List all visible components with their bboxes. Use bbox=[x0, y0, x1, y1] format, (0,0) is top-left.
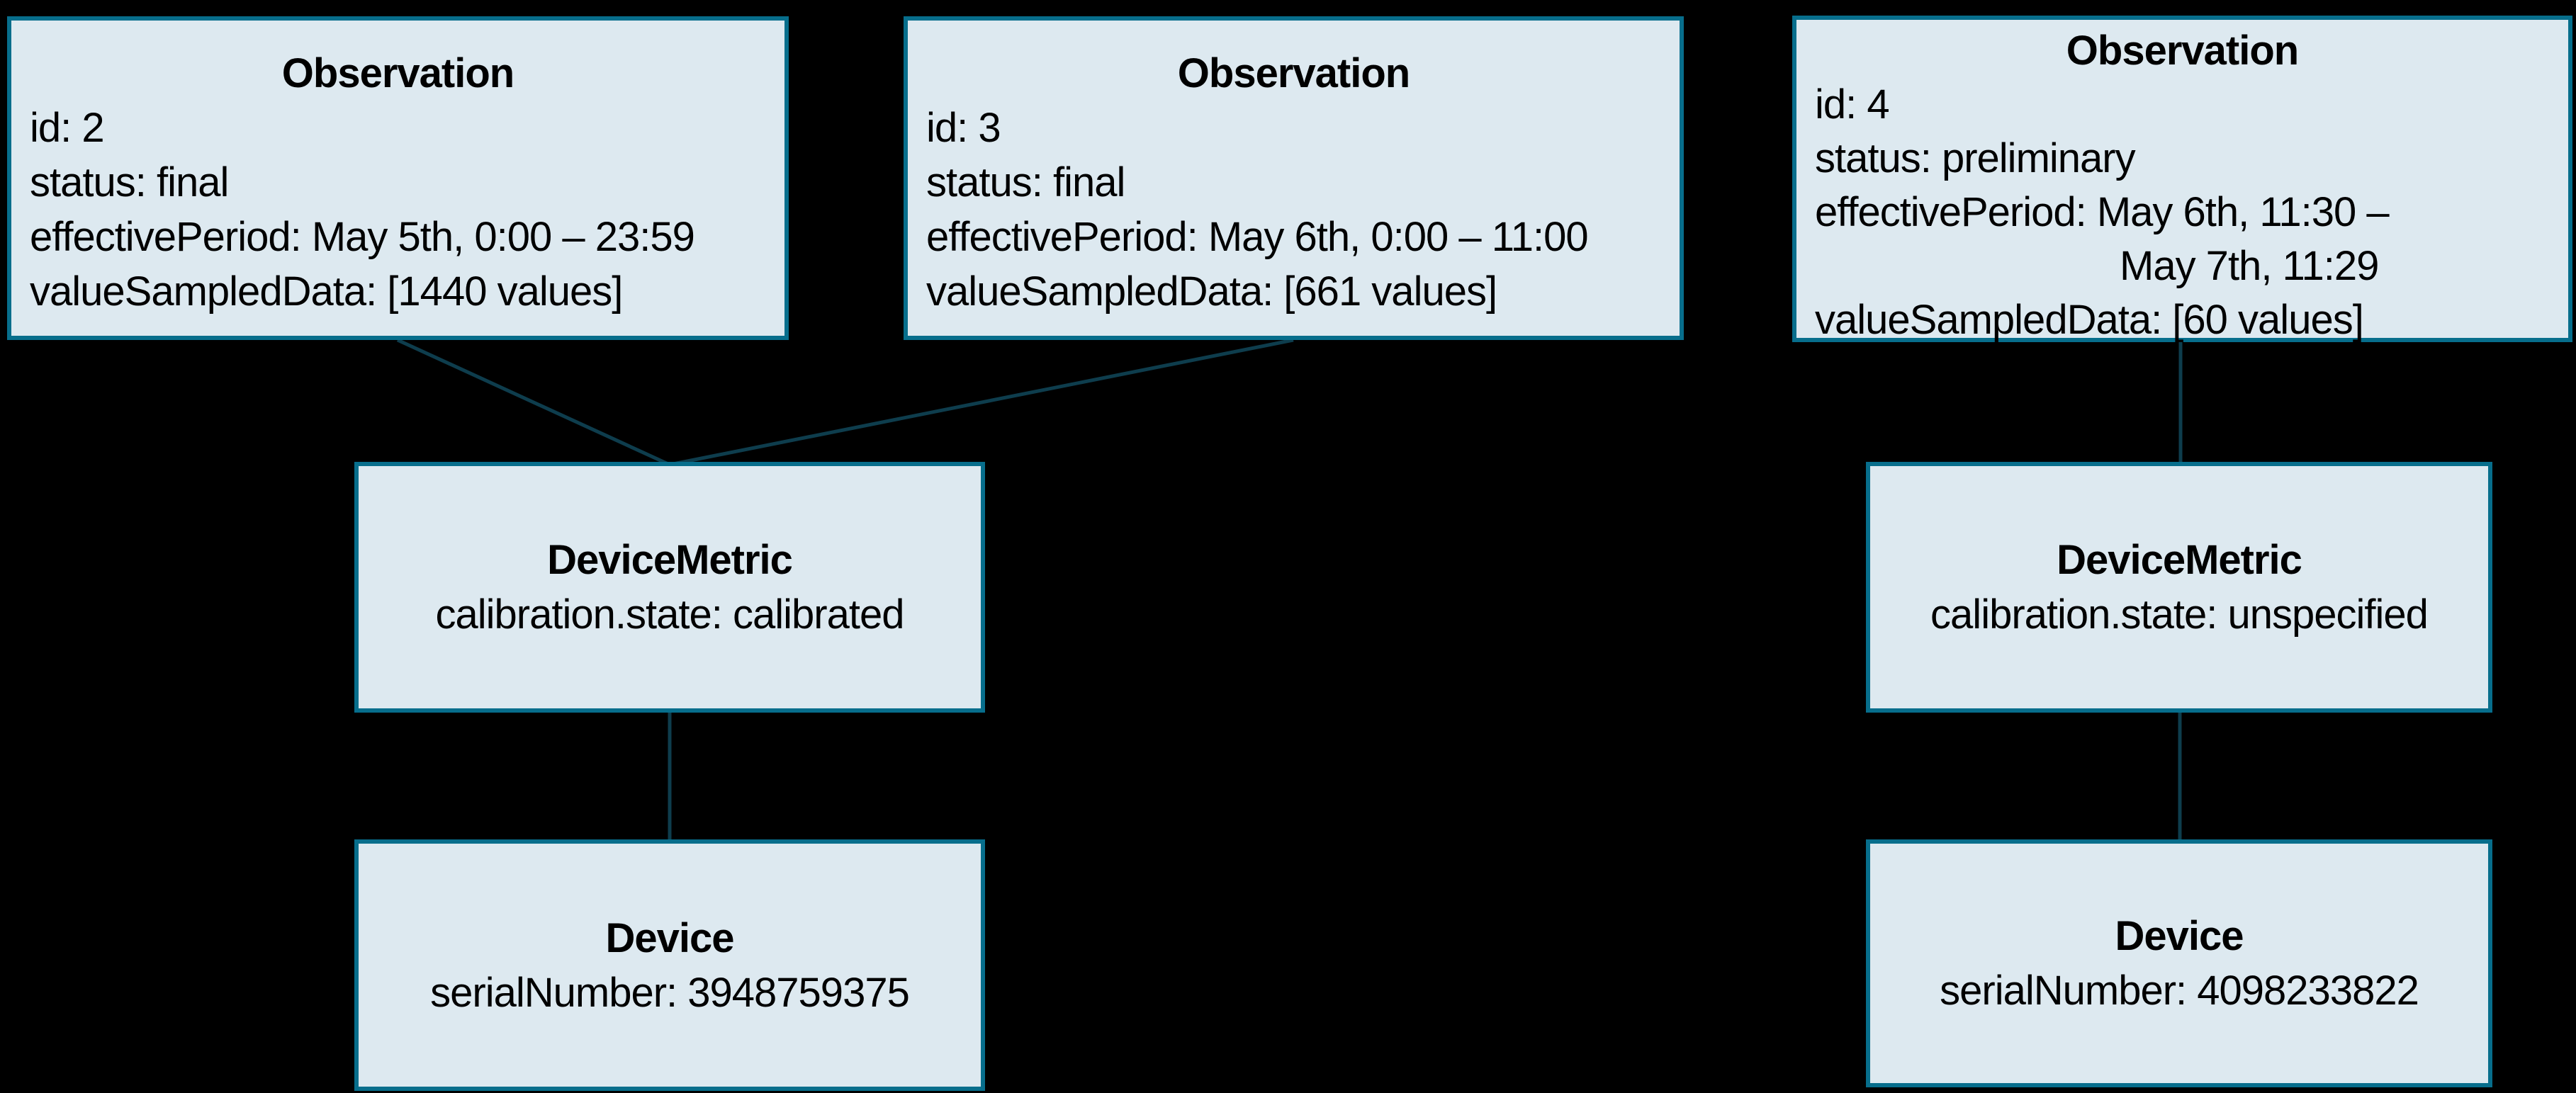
node-title: Observation bbox=[281, 50, 514, 96]
device-node-4098233822: Device serialNumber: 4098233822 bbox=[1866, 839, 2492, 1087]
node-field-value-sampled-data: valueSampledData: [661 values] bbox=[926, 268, 1497, 315]
node-field-id: id: 3 bbox=[926, 105, 1001, 151]
node-field-status: status: preliminary bbox=[1815, 135, 2136, 181]
node-title: DeviceMetric bbox=[2057, 537, 2302, 583]
node-field-serial-number: serialNumber: 4098233822 bbox=[1940, 968, 2419, 1014]
node-title: Device bbox=[605, 914, 734, 961]
node-field-id: id: 2 bbox=[30, 105, 105, 151]
observation-node-id3: Observation id: 3 status: final effectiv… bbox=[904, 16, 1684, 340]
node-field-effective-period: effectivePeriod: May 5th, 0:00 – 23:59 bbox=[30, 214, 695, 260]
node-field-effective-period: effectivePeriod: May 6th, 11:30 – bbox=[1815, 189, 2390, 235]
connector-observation-id2-to-devicemetric-calibrated bbox=[396, 338, 671, 467]
node-title: DeviceMetric bbox=[547, 537, 793, 583]
observation-node-id4: Observation id: 4 status: preliminary ef… bbox=[1792, 16, 2572, 343]
node-field-status: status: final bbox=[926, 159, 1125, 205]
node-title: Observation bbox=[1177, 50, 1410, 96]
node-field-effective-period-continued: May 7th, 11:29 bbox=[2120, 243, 2379, 289]
device-node-3948759375: Device serialNumber: 3948759375 bbox=[354, 839, 985, 1091]
node-field-id: id: 4 bbox=[1815, 81, 1890, 128]
devicemetric-node-calibrated: DeviceMetric calibration.state: calibrat… bbox=[354, 462, 985, 713]
node-field-effective-period: effectivePeriod: May 6th, 0:00 – 11:00 bbox=[926, 214, 1589, 260]
connector-observation-id3-to-devicemetric-calibrated bbox=[669, 338, 1294, 467]
node-field-value-sampled-data: valueSampledData: [1440 values] bbox=[30, 268, 623, 315]
node-field-calibration-state: calibration.state: calibrated bbox=[435, 591, 905, 638]
node-field-serial-number: serialNumber: 3948759375 bbox=[430, 969, 910, 1016]
node-title: Device bbox=[2115, 913, 2244, 959]
node-field-calibration-state: calibration.state: unspecified bbox=[1930, 591, 2429, 638]
node-field-status: status: final bbox=[30, 159, 229, 205]
node-field-value-sampled-data: valueSampledData: [60 values] bbox=[1815, 297, 2364, 343]
node-title: Observation bbox=[2066, 28, 2299, 74]
observation-node-id2: Observation id: 2 status: final effectiv… bbox=[7, 16, 789, 340]
devicemetric-node-unspecified: DeviceMetric calibration.state: unspecif… bbox=[1866, 462, 2492, 713]
